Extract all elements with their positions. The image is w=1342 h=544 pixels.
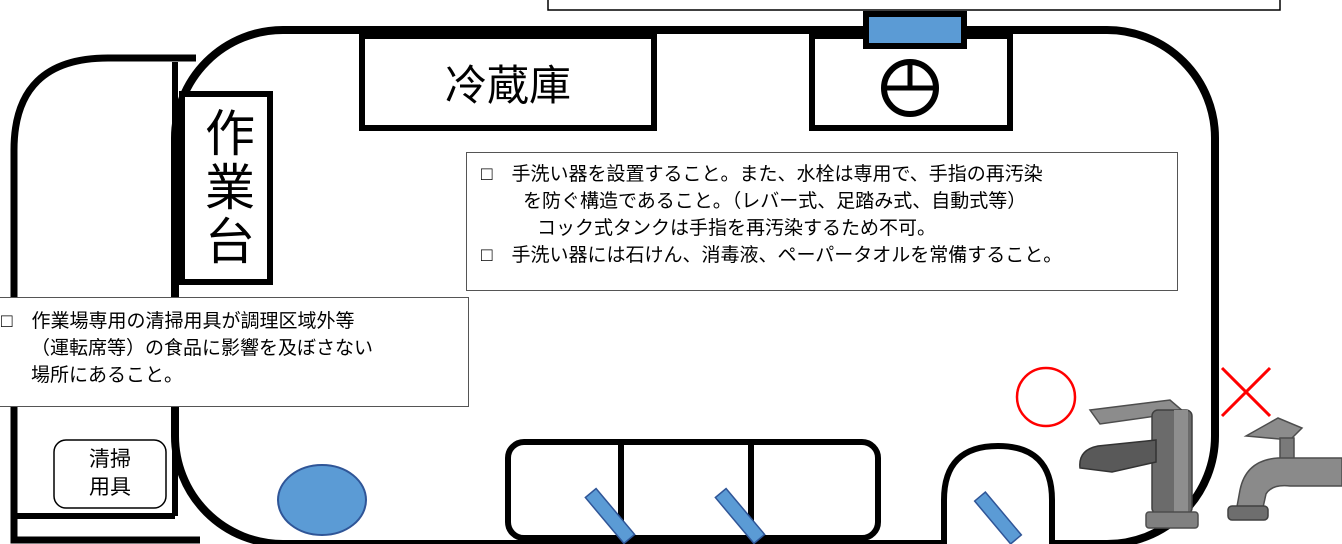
three-bay-sink <box>505 439 881 541</box>
workbench-label: 作業台 <box>198 107 254 269</box>
cleaning-tools-box <box>53 439 167 509</box>
cleaning-tools-label: 清掃 用具 <box>54 440 166 508</box>
handwash-note-line4: □ 手洗い器には石けん、消毒液、ペーパータオルを常備すること。 <box>481 245 1063 266</box>
refrigerator-label: 冷蔵庫 <box>444 61 571 109</box>
handwash-faucet <box>863 11 967 49</box>
sink-faucet-3 <box>973 490 1023 544</box>
cleaning-tools-label-line1: 清掃 <box>89 448 131 471</box>
blue-oval <box>277 464 367 536</box>
workbench <box>179 91 273 285</box>
top-frame <box>547 0 1281 11</box>
handwash-note-line1: □ 手洗い器を設置すること。また、水栓は専用で、手指の再汚染 <box>481 164 1043 185</box>
sink-faucet-1 <box>584 487 636 544</box>
cleaning-note: □ 作業場専用の清掃用具が調理区域外等 （運転席等）の食品に影響を及ぼさない 場… <box>0 297 469 407</box>
cleaning-tools-label-line2: 用具 <box>89 476 131 499</box>
arched-sink <box>941 442 1055 544</box>
ng-mark-icon <box>1220 366 1272 418</box>
refrigerator <box>359 33 657 131</box>
sink-faucet-2 <box>714 487 766 544</box>
ok-mark-icon <box>1015 366 1077 428</box>
cock-faucet-icon <box>1227 417 1342 521</box>
kitchen-outline <box>171 26 1219 544</box>
cleaning-note-line1: □ 作業場専用の清掃用具が調理区域外等 <box>1 311 355 332</box>
cleaning-note-line2: （運転席等）の食品に影響を及ぼさない <box>31 338 374 359</box>
handwash-note-line3: コック式タンクは手指を再汚染するため不可。 <box>537 218 937 239</box>
side-compartment <box>10 54 200 544</box>
lever-faucet-icon <box>1079 399 1199 529</box>
handwash-note-line2: を防ぐ構造であること。（レバー式、足踏み式、自動式等） <box>523 191 1027 212</box>
handwash-note: □ 手洗い器を設置すること。また、水栓は専用で、手指の再汚染 を防ぐ構造であるこ… <box>466 152 1178 291</box>
cleaning-note-line3: 場所にあること。 <box>31 365 184 386</box>
